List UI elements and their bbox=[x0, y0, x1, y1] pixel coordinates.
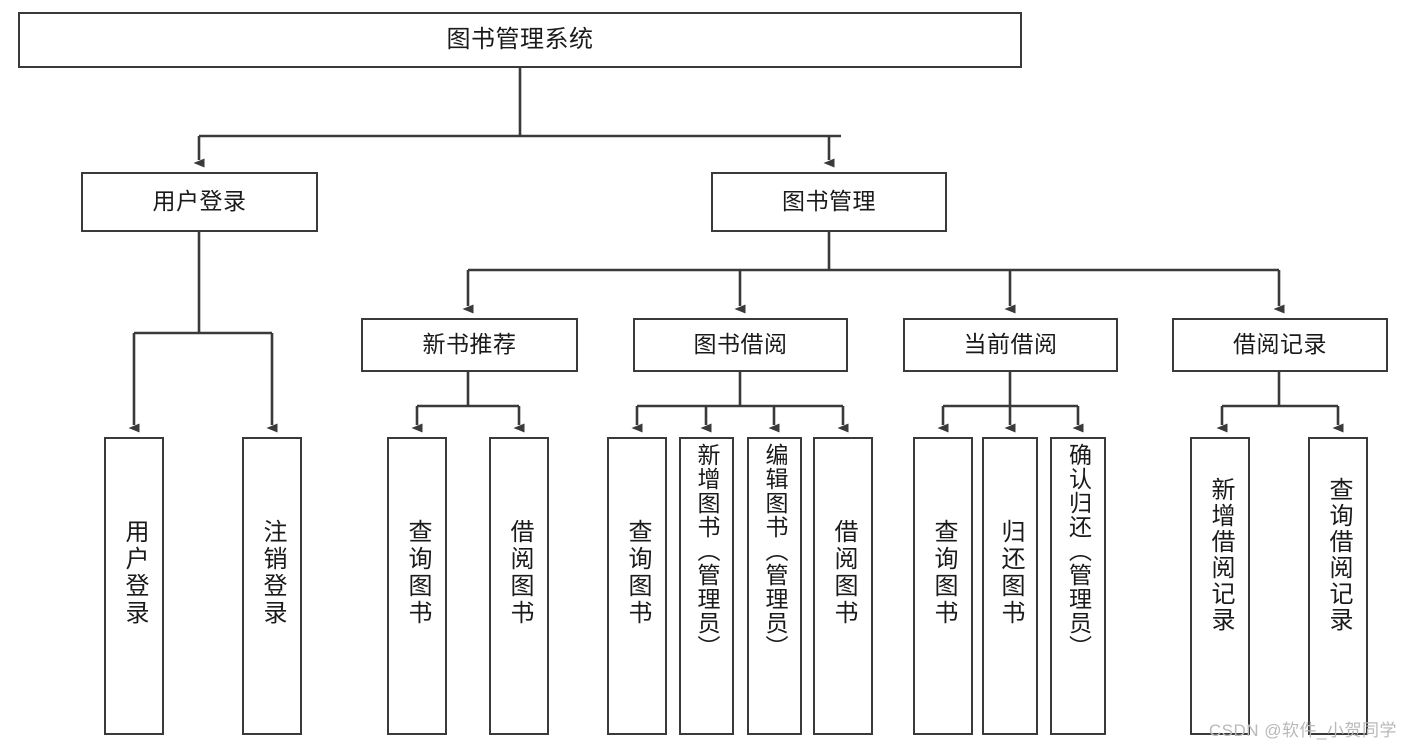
node-leaf-query-book-1[interactable]: 查询图书 bbox=[387, 437, 447, 735]
node-leaf-confirm-return-admin[interactable]: 确认归还（管理员） bbox=[1050, 437, 1106, 735]
node-label: 查询图书 bbox=[404, 519, 431, 627]
node-label: 借阅记录 bbox=[1233, 331, 1327, 358]
node-label: 图书借阅 bbox=[693, 331, 788, 358]
node-leaf-borrow-book-1[interactable]: 借阅图书 bbox=[489, 437, 549, 735]
node-leaf-add-borrow-record[interactable]: 新增借阅记录 bbox=[1190, 437, 1250, 735]
node-book-borrow[interactable]: 图书借阅 bbox=[633, 318, 848, 372]
node-root-book-management-system[interactable]: 图书管理系统 bbox=[18, 12, 1022, 68]
node-leaf-user-login[interactable]: 用户登录 bbox=[104, 437, 164, 735]
node-book-manage[interactable]: 图书管理 bbox=[711, 172, 947, 232]
csdn-watermark: CSDN @软件_小贺同学 bbox=[1208, 721, 1397, 740]
node-label: 编辑图书（管理员） bbox=[762, 443, 788, 659]
node-leaf-edit-book-admin[interactable]: 编辑图书（管理员） bbox=[747, 437, 802, 735]
node-label: 注销登录 bbox=[259, 519, 286, 627]
node-borrow-record[interactable]: 借阅记录 bbox=[1172, 318, 1388, 372]
node-label: 图书管理 bbox=[782, 188, 876, 215]
node-label: 确认归还（管理员） bbox=[1065, 443, 1092, 659]
node-new-book-recommendation[interactable]: 新书推荐 bbox=[361, 318, 578, 372]
node-leaf-return-book[interactable]: 归还图书 bbox=[982, 437, 1038, 735]
node-label: 新书推荐 bbox=[422, 331, 517, 358]
node-leaf-query-book-3[interactable]: 查询图书 bbox=[913, 437, 973, 735]
node-label: 用户登录 bbox=[121, 519, 148, 627]
node-label: 查询图书 bbox=[624, 519, 651, 627]
node-label: 图书管理系统 bbox=[446, 25, 594, 53]
node-label: 新增图书（管理员） bbox=[694, 443, 720, 659]
node-label: 当前借阅 bbox=[963, 331, 1058, 358]
node-current-borrow[interactable]: 当前借阅 bbox=[903, 318, 1118, 372]
node-label: 查询借阅记录 bbox=[1325, 477, 1352, 633]
node-label: 用户登录 bbox=[152, 188, 247, 215]
node-leaf-user-logout[interactable]: 注销登录 bbox=[242, 437, 302, 735]
node-user-login[interactable]: 用户登录 bbox=[81, 172, 318, 232]
node-leaf-query-book-2[interactable]: 查询图书 bbox=[607, 437, 667, 735]
node-leaf-borrow-book-2[interactable]: 借阅图书 bbox=[813, 437, 873, 735]
node-label: 借阅图书 bbox=[506, 519, 533, 627]
node-leaf-add-book-admin[interactable]: 新增图书（管理员） bbox=[679, 437, 734, 735]
node-label: 新增借阅记录 bbox=[1207, 477, 1234, 633]
node-leaf-query-borrow-record[interactable]: 查询借阅记录 bbox=[1308, 437, 1368, 735]
node-label: 查询图书 bbox=[930, 519, 957, 627]
node-label: 借阅图书 bbox=[830, 519, 857, 627]
node-label: 归还图书 bbox=[997, 519, 1024, 627]
